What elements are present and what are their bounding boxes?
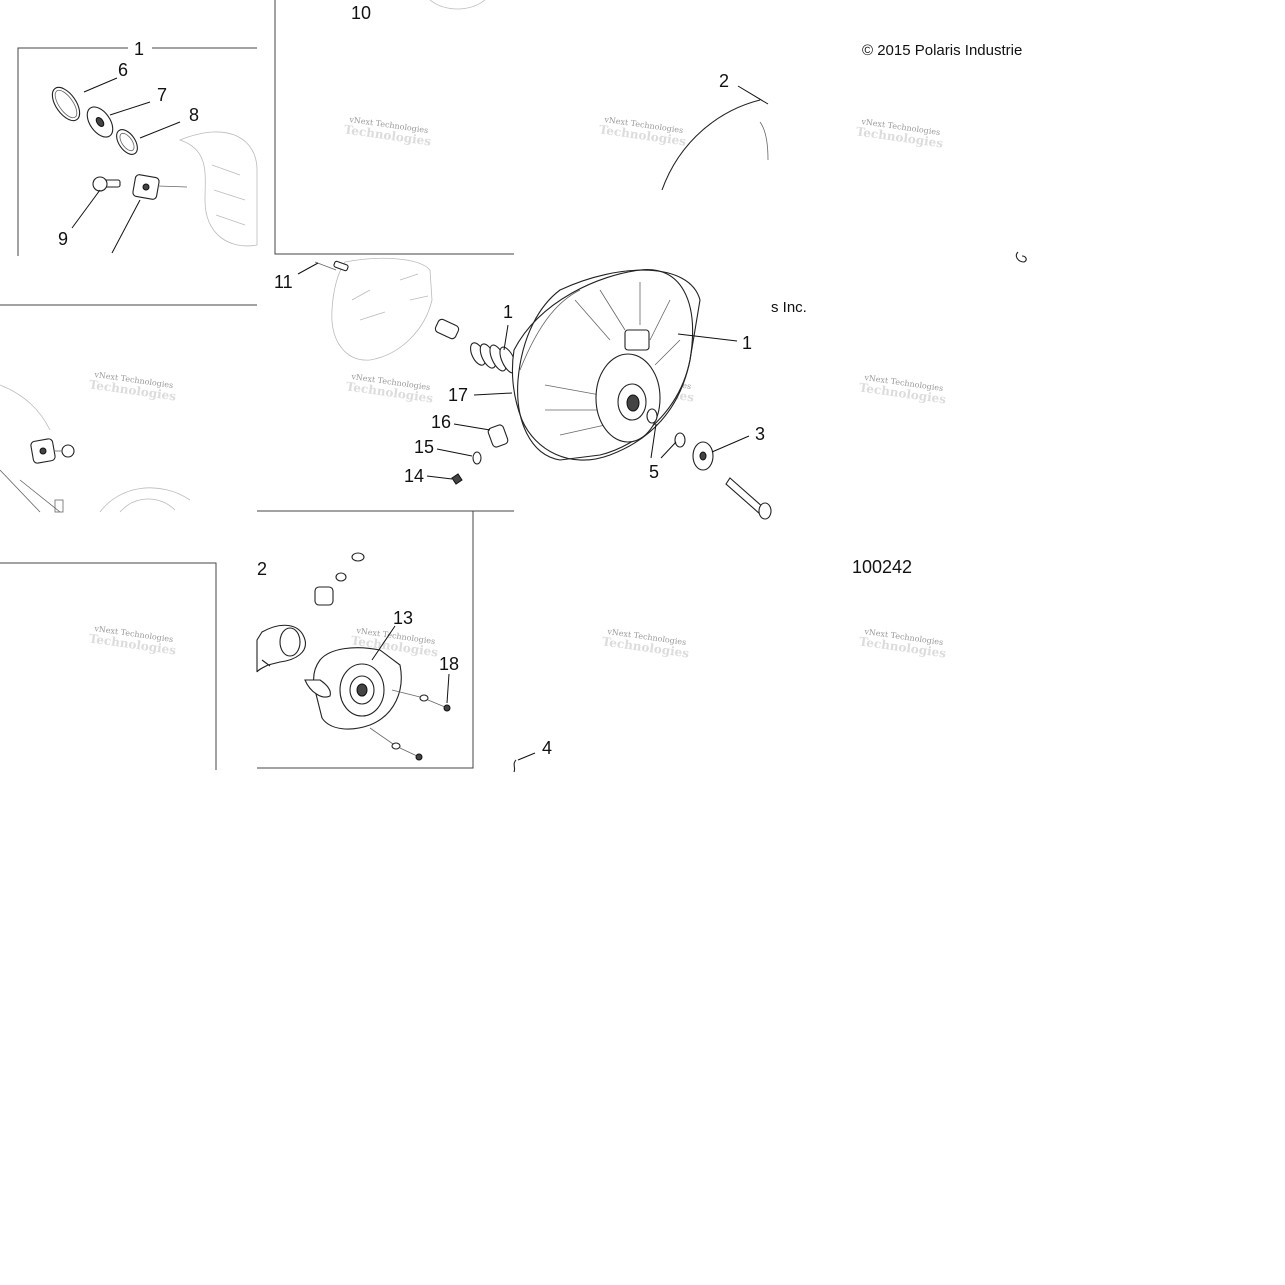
callout-14: 14 — [404, 466, 424, 486]
bolt-part — [725, 477, 765, 515]
inset-parts-top-center — [429, 0, 769, 191]
inset-frame-bottom-left — [0, 562, 217, 770]
clutch-sheave — [511, 269, 694, 461]
watermark-tile: Technologies vNext Technologies — [855, 117, 944, 151]
edge-fragment — [513, 759, 517, 773]
copyright-text: © 2015 Polaris Industrie — [862, 42, 1022, 59]
callout-2: 2 — [719, 71, 729, 91]
roller-part — [487, 424, 509, 448]
callout-1: 1 — [503, 302, 513, 322]
watermark-tile: Technologies vNext Technologies — [88, 624, 177, 658]
washer-part — [674, 432, 686, 448]
shim-ring-part — [116, 129, 138, 155]
watermark-tile: Technologies vNext Technologies — [601, 627, 690, 661]
callout-8: 8 — [189, 105, 199, 125]
edge-fragment — [1015, 251, 1027, 263]
inset-parts-bottom-center — [256, 552, 451, 761]
callout-2: 2 — [257, 559, 267, 579]
figure-code: 100242 — [852, 557, 912, 577]
leader-lines — [71, 77, 769, 761]
watermark-tile: Technologies vNext Technologies — [858, 627, 947, 661]
copyright-fragment: s Inc. — [771, 299, 807, 316]
watermark-tile: Technologies vNext Technologies — [598, 115, 687, 149]
inset-frame-top-left — [17, 47, 128, 256]
watermark-tile: Technologies vNext Technologies — [343, 115, 432, 149]
watermark-tile: Technologies vNext Technologies — [88, 370, 177, 404]
callout-17: 17 — [448, 385, 468, 405]
callout-15: 15 — [414, 437, 434, 457]
inset-frame-top-center — [274, 0, 514, 255]
callout-16: 16 — [431, 412, 451, 432]
callout-10: 10 — [351, 3, 371, 23]
callout-6: 6 — [118, 60, 128, 80]
inset-parts-top-left — [51, 86, 258, 247]
callout-13: 13 — [393, 608, 413, 628]
watermark-tile: Technologies vNext Technologies — [345, 372, 434, 406]
callout-1: 1 — [134, 39, 144, 59]
callout-4: 4 — [542, 738, 552, 758]
callout-9: 9 — [58, 229, 68, 249]
washer-part — [646, 408, 658, 424]
callout-5: 5 — [649, 462, 659, 482]
snap-ring-part — [51, 86, 81, 122]
callout-18: 18 — [439, 654, 459, 674]
callout-7: 7 — [157, 85, 167, 105]
callout-1: 1 — [742, 333, 752, 353]
clutch-assembly — [314, 257, 772, 520]
inset-parts-middle-left — [0, 384, 191, 513]
callout-3: 3 — [755, 424, 765, 444]
callout-11: 11 — [274, 272, 293, 292]
roller-part — [314, 586, 334, 606]
watermark-tile: Technologies vNext Technologies — [858, 373, 947, 407]
spring-part — [470, 342, 517, 374]
